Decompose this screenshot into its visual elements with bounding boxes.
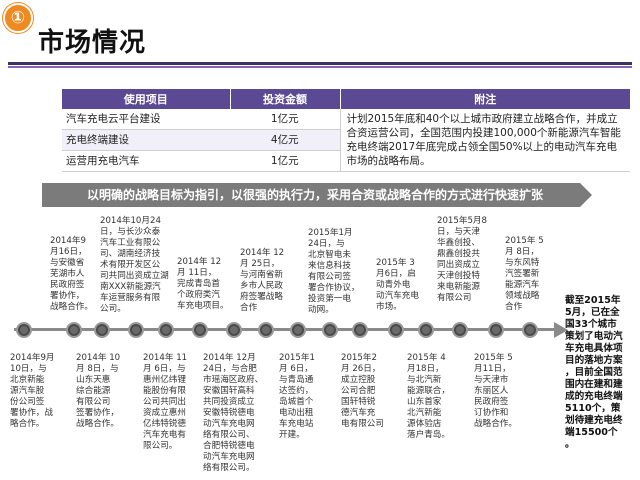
timeline-event: 2014年 12 月 25日， 与河南省新 乡市人民政 府签署战略 合作 (240, 248, 285, 313)
timeline-event: 2014年 10 月 8日，与 山东天惠 综合能源 有限公司 签署协作， 战略合… (76, 353, 121, 429)
table-header-item: 使用项目 (62, 89, 231, 109)
investment-table: 使用项目 投资金额 附注 汽车充电云平台建设 1亿元 计划2015年底和40个以… (62, 89, 630, 173)
table-cell-item: 充电终端建设 (62, 129, 230, 151)
table-cell-item: 运营用充电汽车 (62, 150, 230, 173)
timeline-dot (522, 322, 538, 338)
timeline-dot (488, 322, 504, 338)
timeline-event: 2014年9月 10日，与 北京新能 源汽车股 份公司签 署协作，战 略合作。 (10, 353, 55, 429)
expansion-summary: 截至2015年 5月，已在全 国33个城市 策划了电动汽 车充电具体项 目的落地… (565, 295, 623, 450)
timeline-event: 2015年 5 月11日， 与天津市 东丽区人 民政府签 订协作和 战略合作。 (474, 353, 517, 429)
timeline-arrow-head (554, 322, 568, 338)
timeline-dot (388, 322, 404, 338)
timeline-event: 2015年5月8 日，与天津 华鑫创投、 鼎鑫创投共 同出资成立 天津创投特 来… (437, 216, 487, 303)
timeline-axis (14, 328, 556, 331)
banner-tail (42, 183, 50, 207)
table-cell-item: 汽车充电云平台建设 (62, 109, 230, 130)
timeline-dot (94, 322, 110, 338)
timeline-dot (258, 322, 274, 338)
timeline-dot (192, 322, 208, 338)
title-divider-accent (8, 66, 632, 68)
timeline-dot (452, 322, 468, 338)
table-row: 运营用充电汽车 1亿元 (62, 150, 630, 173)
timeline-dot (418, 322, 434, 338)
timeline-event: 2015年1月 24日，与 北京智电未 来信息科技 有限公司签 署合作协议， 投… (308, 228, 360, 315)
timeline-dot (290, 322, 306, 338)
table-cell-amount: 1亿元 (230, 109, 340, 130)
banner-arrow-tip (580, 183, 592, 207)
timeline-dot (158, 322, 174, 338)
table-header-note: 附注 (340, 89, 630, 109)
timeline-event: 2014年 12月 24日，与合肥 市瑶海区政府、 安徽国轩高科 共同投资成立 … (203, 353, 264, 473)
strategy-banner: 以明确的战略目标为指引，以很强的执行力，采用合资或战略合作的方式进行快速扩张 (50, 183, 580, 207)
timeline-dot (322, 322, 338, 338)
timeline-event: 2014年9 月16日， 与安徽省 芜湖市人 民政府签 署协作， 战略合作。 (50, 236, 93, 312)
timeline-event: 2014年10月24 日，与长沙众泰 汽车工业有限公 司、湖南经济技 术有限开发… (100, 216, 169, 314)
page-title: 市场情况 (38, 28, 147, 58)
timeline-event: 2014年 11 月 6日，与 惠州亿纬锂 能股份有限 公司共同出 资成立惠州 … (143, 353, 188, 451)
timeline-dot (66, 322, 82, 338)
title-divider (8, 62, 632, 65)
timeline-event: 2015年2 月 26日， 成立控股 公司合肥 国轩特锐 德汽车充 电有限公司 (341, 353, 384, 429)
table-row: 充电终端建设 4亿元 (62, 129, 630, 151)
table-cell-amount: 1亿元 (230, 150, 340, 173)
timeline-event: 2015年 3 月6日，启 动青外电 动汽车充电 市场。 (376, 258, 419, 312)
timeline-event: 2015年 4 月18日， 与北汽新 能源联合， 山东首家 北汽新能 源体验店 … (407, 353, 450, 440)
timeline-event: 2015年 5 月 8日， 与东风特 汽签署新 能源汽车 领域战略 合作 (505, 236, 544, 312)
timeline-dot (128, 322, 144, 338)
timeline-dot (16, 322, 32, 338)
table-cell-amount: 4亿元 (230, 129, 340, 151)
table-cell-note: 计划2015年底和40个以上城市政府建立战略合作，并成立合资运营公司，全国范围内… (339, 109, 630, 172)
timeline-dot (226, 322, 242, 338)
timeline-event: 2014年 12 月 11日， 完成青岛首 个政府类汽 车充电项目。 (177, 257, 229, 311)
section-number-badge: ① (3, 3, 33, 33)
table-header-row: 使用项目 投资金额 附注 (62, 89, 630, 109)
table-row: 汽车充电云平台建设 1亿元 计划2015年底和40个以上城市政府建立战略合作，并… (62, 109, 630, 172)
table-header-amount: 投资金额 (230, 89, 341, 109)
timeline-dot (352, 322, 368, 338)
timeline-event: 2015年1 月 6日， 与青岛通 达签约， 岛城首个 电动出租 车充电站 开建… (279, 353, 315, 440)
